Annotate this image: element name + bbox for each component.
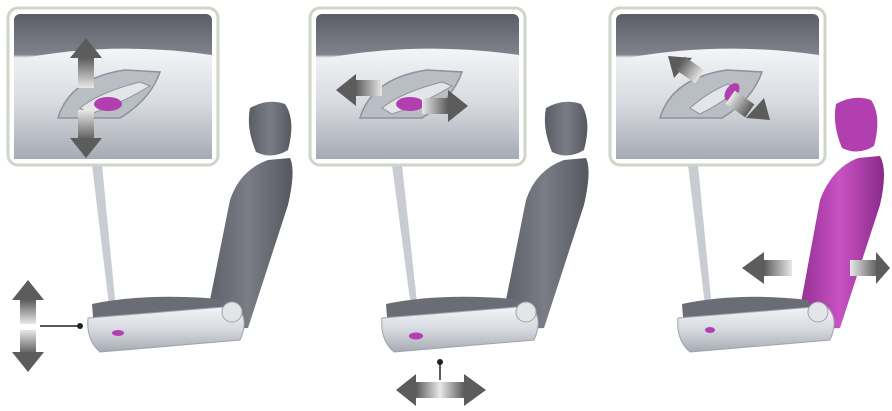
headrest bbox=[835, 98, 878, 152]
inset-frame bbox=[8, 8, 218, 165]
switch-button bbox=[705, 327, 715, 333]
panel-height-adjust bbox=[8, 8, 293, 372]
switch-button bbox=[409, 333, 423, 340]
panel-fore-aft-adjust bbox=[310, 8, 589, 406]
inset-frame bbox=[610, 8, 825, 165]
switch-button bbox=[112, 330, 124, 336]
headrest bbox=[545, 102, 588, 156]
switch-button bbox=[396, 97, 424, 111]
switch-button bbox=[94, 97, 122, 111]
arrow-up-down-icon bbox=[12, 280, 44, 372]
recline-pivot bbox=[222, 302, 242, 322]
recline-pivot bbox=[808, 302, 828, 322]
recline-pivot bbox=[516, 302, 536, 322]
arrow-left-right-icon bbox=[396, 374, 486, 406]
backrest bbox=[796, 156, 884, 330]
headrest bbox=[249, 102, 292, 156]
panel-backrest-recline bbox=[610, 8, 890, 352]
